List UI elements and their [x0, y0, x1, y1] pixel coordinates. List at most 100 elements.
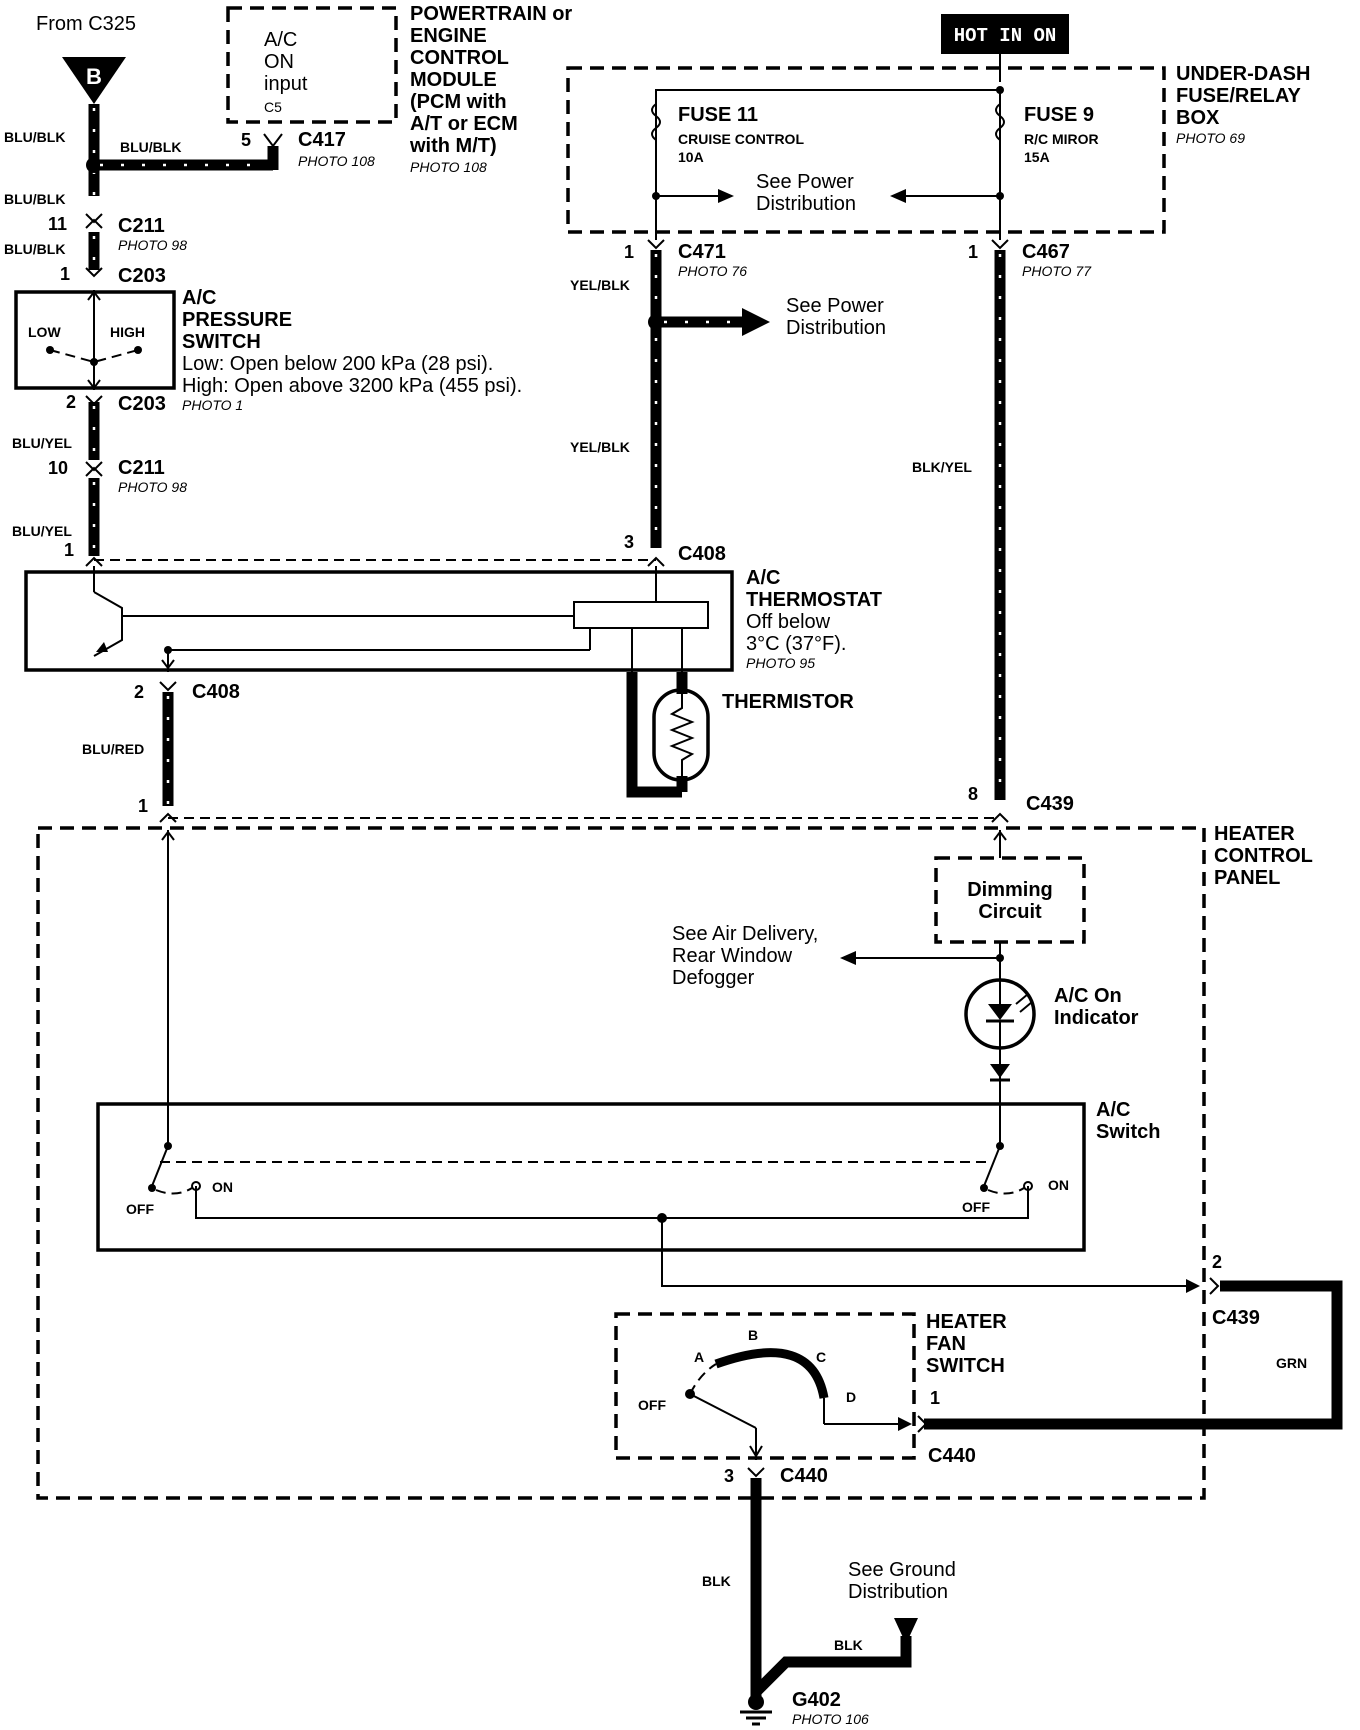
- svg-text:POWERTRAIN or: POWERTRAIN or: [410, 3, 572, 25]
- c471-connector-symbol: [647, 239, 665, 250]
- c440-pin-1-connector-symbol: [917, 1415, 928, 1433]
- wire-label-blu-blk-3: BLU/BLK: [4, 241, 65, 257]
- heater-fan-switch-box: [614, 1312, 916, 1460]
- svg-text:CONTROL: CONTROL: [1214, 845, 1313, 867]
- svg-text:A/C: A/C: [1096, 1099, 1130, 1121]
- svg-text:A/T or ECM: A/T or ECM: [410, 113, 518, 135]
- fan-switch-pos-d: D: [846, 1389, 856, 1405]
- svg-text:HEATER: HEATER: [1214, 823, 1295, 845]
- c417-photo: PHOTO 108: [298, 153, 375, 169]
- c211-bottom-connector-symbol: [85, 461, 103, 477]
- fuse-9-desc: R/C MIROR: [1024, 131, 1099, 147]
- pcm-input-line1: A/C: [264, 29, 297, 51]
- fuse-box-photo: PHOTO 69: [1176, 130, 1245, 146]
- from-connector-label: From C325: [36, 13, 136, 35]
- c211-top-connector-symbol: [85, 213, 103, 229]
- wire-blk-ground-branch: [752, 1636, 912, 1696]
- c408-pin-2: 2: [134, 682, 144, 702]
- fuse-11-symbol: [651, 103, 661, 141]
- svg-text:CONTROL: CONTROL: [410, 47, 509, 69]
- diode-symbol: [990, 1064, 1010, 1078]
- c439-pin-8: 8: [968, 784, 978, 804]
- ac-switch-label: A/C Switch: [1096, 1099, 1160, 1143]
- svg-text:Off below: Off below: [746, 611, 831, 633]
- pcm-title: POWERTRAIN or ENGINE CONTROL MODULE (PCM…: [409, 3, 572, 157]
- middle-see-power-1: See Power: [786, 295, 884, 317]
- fuse-9-symbol: [995, 103, 1005, 141]
- wire-label-blu-yel-1: BLU/YEL: [12, 435, 72, 451]
- fan-switch-wiper: [689, 1393, 757, 1429]
- fuse-9-amp: 15A: [1024, 149, 1050, 165]
- thermostat-desc: Off below 3°C (37°F).: [746, 611, 846, 655]
- svg-text:Circuit: Circuit: [978, 901, 1042, 923]
- c440-pin-3: 3: [724, 1466, 734, 1486]
- pcm-input-line2: ON: [264, 51, 294, 73]
- c439-pin-2: 2: [1212, 1252, 1222, 1272]
- c439-b-label: C439: [1212, 1307, 1260, 1329]
- c211-bottom-pin: 10: [48, 458, 68, 478]
- svg-text:A/C On: A/C On: [1054, 985, 1122, 1007]
- c440-right-label: C440: [928, 1445, 976, 1467]
- see-power-arrow: [742, 308, 770, 336]
- fuse-11-desc: CRUISE CONTROL: [678, 131, 804, 147]
- ac-switch-left-on: ON: [212, 1179, 233, 1195]
- wire-label-blu-yel-2: BLU/YEL: [12, 523, 72, 539]
- c439-pin-2-connector-symbol: [1209, 1277, 1220, 1295]
- pcm-photo: PHOTO 108: [410, 159, 487, 175]
- fuse-box-see-power-2: Distribution: [756, 193, 856, 215]
- wire-grn: [924, 1280, 1343, 1430]
- svg-text:Defogger: Defogger: [672, 967, 755, 989]
- c211-bottom-label: C211: [118, 457, 165, 479]
- c467-photo: PHOTO 77: [1022, 263, 1092, 279]
- pressure-switch-low: LOW: [28, 324, 61, 340]
- svg-text:THERMOSTAT: THERMOSTAT: [746, 589, 882, 611]
- ground-point: [748, 1694, 764, 1710]
- c408-bottom-label: C408: [192, 681, 240, 703]
- c440-pin-3-connector-symbol: [747, 1467, 765, 1478]
- thermistor-label: THERMISTOR: [722, 691, 854, 713]
- ac-on-indicator-label: A/C On Indicator: [1054, 985, 1139, 1029]
- c203-bottom-pin: 2: [66, 392, 76, 412]
- c408-top-label: C408: [678, 543, 726, 565]
- heater-control-panel-box: [36, 826, 1206, 1500]
- svg-text:(PCM with: (PCM with: [410, 91, 507, 113]
- c467-pin: 1: [968, 242, 978, 262]
- svg-text:FAN: FAN: [926, 1333, 966, 1355]
- dimming-circuit-label: Dimming Circuit: [967, 879, 1053, 923]
- pcm-input-box: [226, 6, 398, 124]
- c471-label: C471: [678, 241, 726, 263]
- fuse-9-name: FUSE 9: [1024, 104, 1094, 126]
- wire-label-blu-blk-h: BLU/BLK: [120, 139, 181, 155]
- heater-fan-switch-title: HEATER FAN SWITCH: [926, 1311, 1007, 1377]
- fuse-relay-box: [566, 66, 1166, 234]
- c203-top-label: C203: [118, 265, 166, 287]
- c467-label: C467: [1022, 241, 1070, 263]
- ac-switch-left-contact: [151, 1145, 169, 1187]
- thermistor-lead: [626, 672, 682, 798]
- svg-text:Switch: Switch: [1096, 1121, 1160, 1143]
- thermostat-photo: PHOTO 95: [746, 655, 815, 671]
- pcm-pin: C5: [264, 99, 282, 115]
- connector-b-letter: B: [86, 64, 102, 89]
- see-ground-1: See Ground: [848, 1559, 956, 1581]
- ac-switch-box: [96, 1102, 1086, 1252]
- thermostat-control-block: [573, 601, 709, 629]
- c417-label: C417: [298, 129, 346, 151]
- thermostat-title: A/C THERMOSTAT: [746, 567, 882, 611]
- svg-text:Indicator: Indicator: [1054, 1007, 1139, 1029]
- svg-text:UNDER-DASH: UNDER-DASH: [1176, 63, 1310, 85]
- fan-switch-contact-arc: [714, 1348, 829, 1399]
- see-ground-triangle: [894, 1618, 918, 1644]
- svg-text:SWITCH: SWITCH: [182, 331, 261, 353]
- pcm-input-line3: input: [264, 73, 308, 95]
- svg-text:See Air Delivery,: See Air Delivery,: [672, 923, 818, 945]
- svg-text:ENGINE: ENGINE: [410, 25, 487, 47]
- g402-label: G402: [792, 1689, 841, 1711]
- wire-label-yel-blk-1: YEL/BLK: [570, 277, 630, 293]
- svg-text:MODULE: MODULE: [410, 69, 497, 91]
- fuse-11-name: FUSE 11: [678, 104, 758, 126]
- heater-panel-title: HEATER CONTROL PANEL: [1214, 823, 1313, 889]
- c471-pin: 1: [624, 242, 634, 262]
- fuse-11-amp: 10A: [678, 149, 704, 165]
